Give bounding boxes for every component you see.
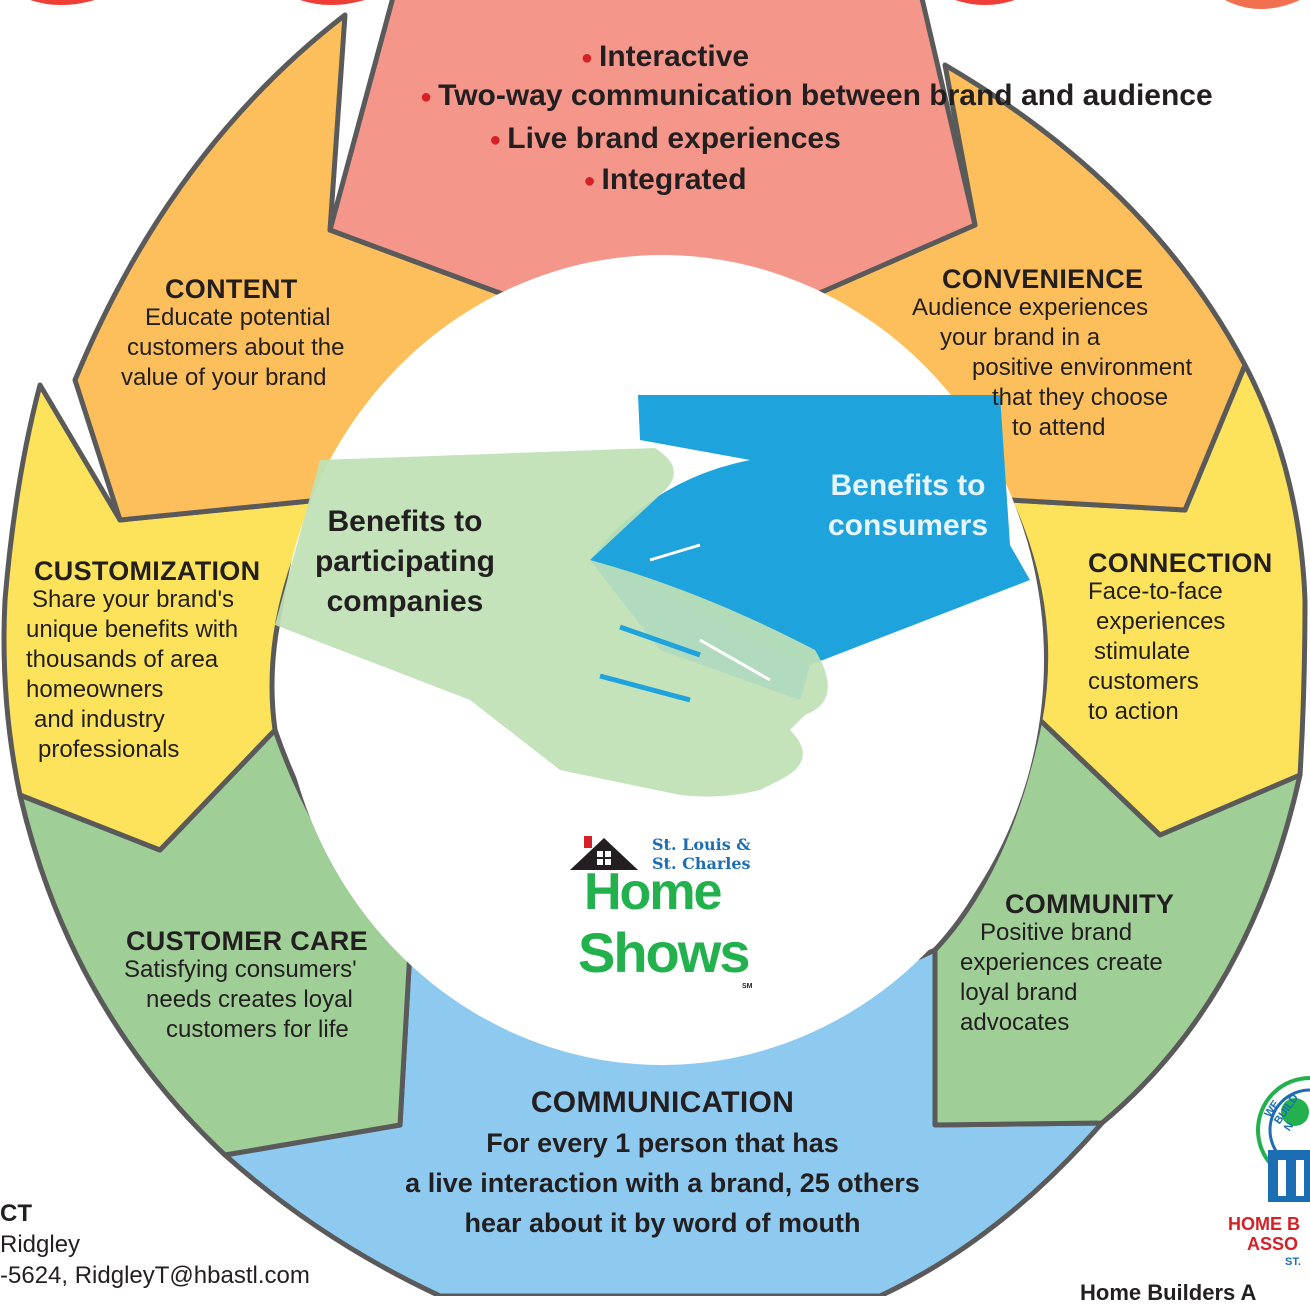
customization-line: unique benefits with [26,616,239,643]
community-block: COMMUNITY Positive brand experiences cre… [960,891,1200,1038]
benefits-companies-line: participating [314,545,495,578]
community-line: experiences create [960,949,1163,976]
top-deco-2 [300,0,365,5]
communication-line: For every 1 person that has [486,1128,839,1158]
convenience-title: CONVENIENCE [942,264,1144,294]
logo-sm: SM [742,983,753,990]
top-deco-1 [30,0,95,5]
customization-line: homeowners [26,676,164,703]
top-bullet-4: ●Integrated [583,163,747,196]
customer-care-line: customers for life [166,1016,349,1043]
connection-block: CONNECTION Face-to-face experiences stim… [1088,550,1303,727]
benefits-companies-line: Benefits to [327,505,483,538]
customization-block: CUSTOMIZATION Share your brand's unique … [26,558,286,765]
convenience-line: Audience experiences [912,294,1149,321]
content-line: Educate potential [145,304,331,331]
convenience-block: CONVENIENCE Audience experiences your br… [912,266,1232,443]
convenience-line: that they choose [992,384,1169,411]
connection-line: experiences [1096,608,1226,635]
contact-phone-email: -5624, RidgleyT@hbastl.com [0,1262,310,1289]
top-bullet-1: ●Interactive [580,40,750,73]
hba-seal-icon [1256,1076,1310,1202]
customer-care-line: Satisfying consumers' [124,956,357,983]
logo-city-1: St. Louis & [652,835,751,854]
customization-title: CUSTOMIZATION [34,556,261,586]
bullet-dot-icon: ● [420,86,433,108]
top-bullets: ●Interactive ●Two-way communication betw… [420,37,1213,201]
hba-footer: Home Builders A [1080,1280,1257,1305]
customer-care-title: CUSTOMER CARE [126,926,368,956]
connection-line: to action [1088,698,1179,725]
contact-heading: CT [0,1200,32,1227]
community-title: COMMUNITY [1005,889,1175,919]
communication-title: COMMUNICATION [530,1086,795,1119]
convenience-line: your brand in a [940,324,1101,351]
benefits-companies-line: companies [326,585,484,618]
convenience-line: to attend [1012,414,1106,441]
content-title: CONTENT [165,274,298,304]
benefits-consumers-label: Benefits to consumers [818,466,998,546]
community-line: advocates [960,1009,1070,1036]
hba-line-1: HOME B [1228,1214,1300,1234]
connection-line: customers [1088,668,1199,695]
logo-word-home: Home [584,863,722,921]
customer-care-block: CUSTOMER CARE Satisfying consumers' need… [124,928,394,1045]
customization-line: and industry [34,706,165,733]
bullet-dot-icon: ● [580,47,593,69]
segment-community [932,717,1303,1128]
community-line: loyal brand [960,979,1078,1006]
logo-word-shows: Shows [578,921,750,984]
connection-title: CONNECTION [1088,548,1273,578]
connection-line: stimulate [1094,638,1191,665]
benefits-companies-label: Benefits to participating companies [300,502,510,622]
customer-care-line: needs creates loyal [146,986,353,1013]
hba-line-2: ASSO [1247,1234,1299,1254]
community-line: Positive brand [980,919,1133,946]
customization-line: thousands of area [26,646,219,673]
customization-line: professionals [38,736,180,763]
convenience-line: positive environment [972,354,1193,381]
communication-line: hear about it by word of mouth [464,1208,861,1238]
top-deco-3 [955,0,1015,5]
contact-name: Ridgley [0,1231,81,1258]
top-bullet-3: ●Live brand experiences [489,122,841,155]
communication-block: COMMUNICATION For every 1 person that ha… [360,1083,965,1243]
content-line: value of your brand [121,364,327,391]
connection-line: Face-to-face [1088,578,1223,605]
top-bullet-2: ●Two-way communication between brand and… [420,79,1213,112]
content-block: CONTENT Educate potential customers abou… [115,276,385,393]
segment-connection [1007,362,1308,838]
benefits-consumers-line: consumers [827,509,989,542]
top-deco-4 [1225,0,1300,9]
handshake-icon [275,395,1030,797]
benefits-consumers-line: Benefits to [830,469,986,502]
contact-block: CT Ridgley -5624, RidgleyT@hbastl.com [0,1198,340,1291]
home-icon [570,836,638,870]
customization-line: Share your brand's [32,586,235,613]
communication-line: a live interaction with a brand, 25 othe… [405,1168,920,1198]
logo-city-2: St. Charles [652,854,751,873]
bullet-dot-icon: ● [489,129,502,151]
content-line: customers about the [127,334,345,361]
bullet-dot-icon: ● [583,170,596,192]
hba-line-3: ST. [1285,1256,1301,1268]
